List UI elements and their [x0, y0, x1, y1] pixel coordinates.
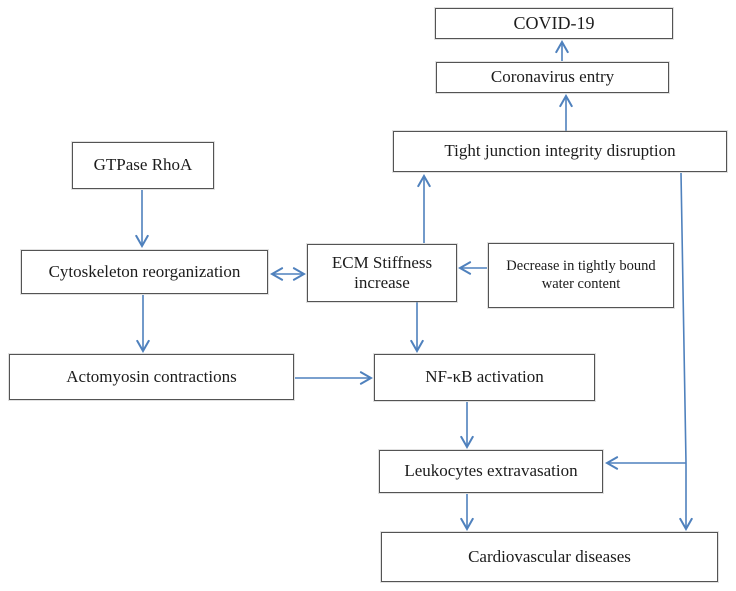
- node-tight-junction: Tight junction integrity disruption: [393, 131, 727, 172]
- node-gtpase-rhoa: GTPase RhoA: [72, 142, 214, 189]
- node-ecm-stiffness: ECM Stiffness increase: [307, 244, 457, 302]
- node-cardiovascular: Cardiovascular diseases: [381, 532, 718, 582]
- node-cytoskeleton: Cytoskeleton reorganization: [21, 250, 268, 294]
- node-decrease-water: Decrease in tightly bound water content: [488, 243, 674, 308]
- node-nfkb: NF-κB activation: [374, 354, 595, 401]
- node-actomyosin: Actomyosin contractions: [9, 354, 294, 400]
- arrow-tight-junction-to-cardiovascular: [679, 172, 693, 532]
- node-leukocytes: Leukocytes extravasation: [379, 450, 603, 493]
- node-coronavirus-entry: Coronavirus entry: [436, 62, 669, 93]
- node-covid19: COVID-19: [435, 8, 673, 39]
